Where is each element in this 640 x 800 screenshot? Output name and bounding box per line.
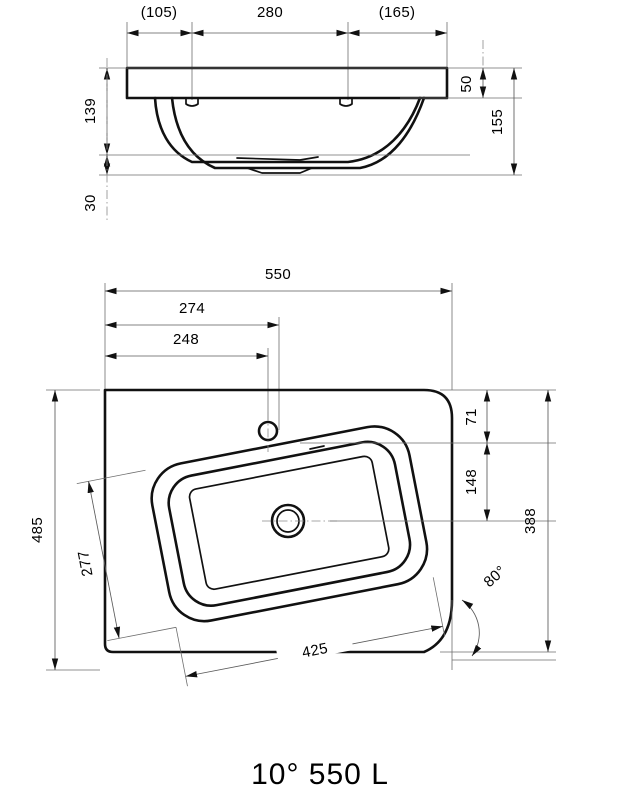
- plan-angled-dim-277-group: 277: [75, 469, 177, 642]
- section-dim-50: 50: [458, 75, 475, 92]
- plan-dim-485: 485: [29, 517, 46, 543]
- plan-basin-outer-rim: [150, 425, 429, 623]
- plan-dim-388: 388: [522, 508, 539, 534]
- tap-hole-icon: [257, 420, 279, 442]
- plan-view-group: 550 274 248: [29, 266, 556, 687]
- plan-dim-550: 550: [265, 266, 291, 283]
- section-notch-right: [339, 97, 353, 107]
- section-left-dimensions: 139 30: [82, 58, 111, 222]
- plan-basin-inner-bowl: [188, 455, 390, 591]
- plan-top-dimensions: 550 274 248: [105, 266, 452, 360]
- plan-dim-274: 274: [179, 300, 205, 317]
- section-dim-280: 280: [257, 4, 283, 21]
- plan-dim-248: 248: [173, 331, 199, 348]
- plan-counter-outline: [103, 388, 454, 654]
- section-dim-105: (105): [141, 4, 178, 21]
- section-right-dimensions: 50 155: [458, 40, 518, 175]
- plan-right-dimensions: 71 148 388: [463, 390, 552, 652]
- plan-dim-148: 148: [463, 469, 480, 495]
- section-bowl-inner-wall: [170, 96, 426, 170]
- plan-overflow-slot: [309, 445, 325, 450]
- plan-dim-277: 277: [75, 549, 97, 578]
- plan-angled-dim-425-group: 425: [175, 577, 446, 687]
- plan-basin-mid-rim: [167, 440, 412, 607]
- section-dim-30: 30: [82, 194, 99, 211]
- plan-dim-71: 71: [463, 408, 480, 425]
- plan-extension-lines: [104, 283, 453, 430]
- section-notch-left: [185, 97, 199, 107]
- plan-dim-425: 425: [301, 640, 330, 662]
- section-top-dimension-chain: (105) 280 (165): [127, 4, 447, 37]
- section-drain-pocket: [236, 156, 319, 161]
- plan-right-reference-lines: [300, 389, 556, 653]
- page-title: 10° 550 L: [251, 758, 389, 791]
- plan-left-dimensions: 485: [29, 389, 100, 671]
- section-dim-165: (165): [379, 4, 416, 21]
- plan-basin-rotation: [150, 425, 429, 623]
- section-view-group: (105) 280 (165): [82, 4, 522, 222]
- section-dim-139: 139: [82, 98, 99, 124]
- section-drain-boss: [246, 167, 313, 174]
- section-dim-155: 155: [489, 109, 506, 135]
- plan-basin-group: [150, 425, 429, 623]
- plan-counter-body: [103, 388, 454, 654]
- section-bowl-outer-wall: [153, 96, 422, 164]
- section-reference-lines: [99, 67, 522, 176]
